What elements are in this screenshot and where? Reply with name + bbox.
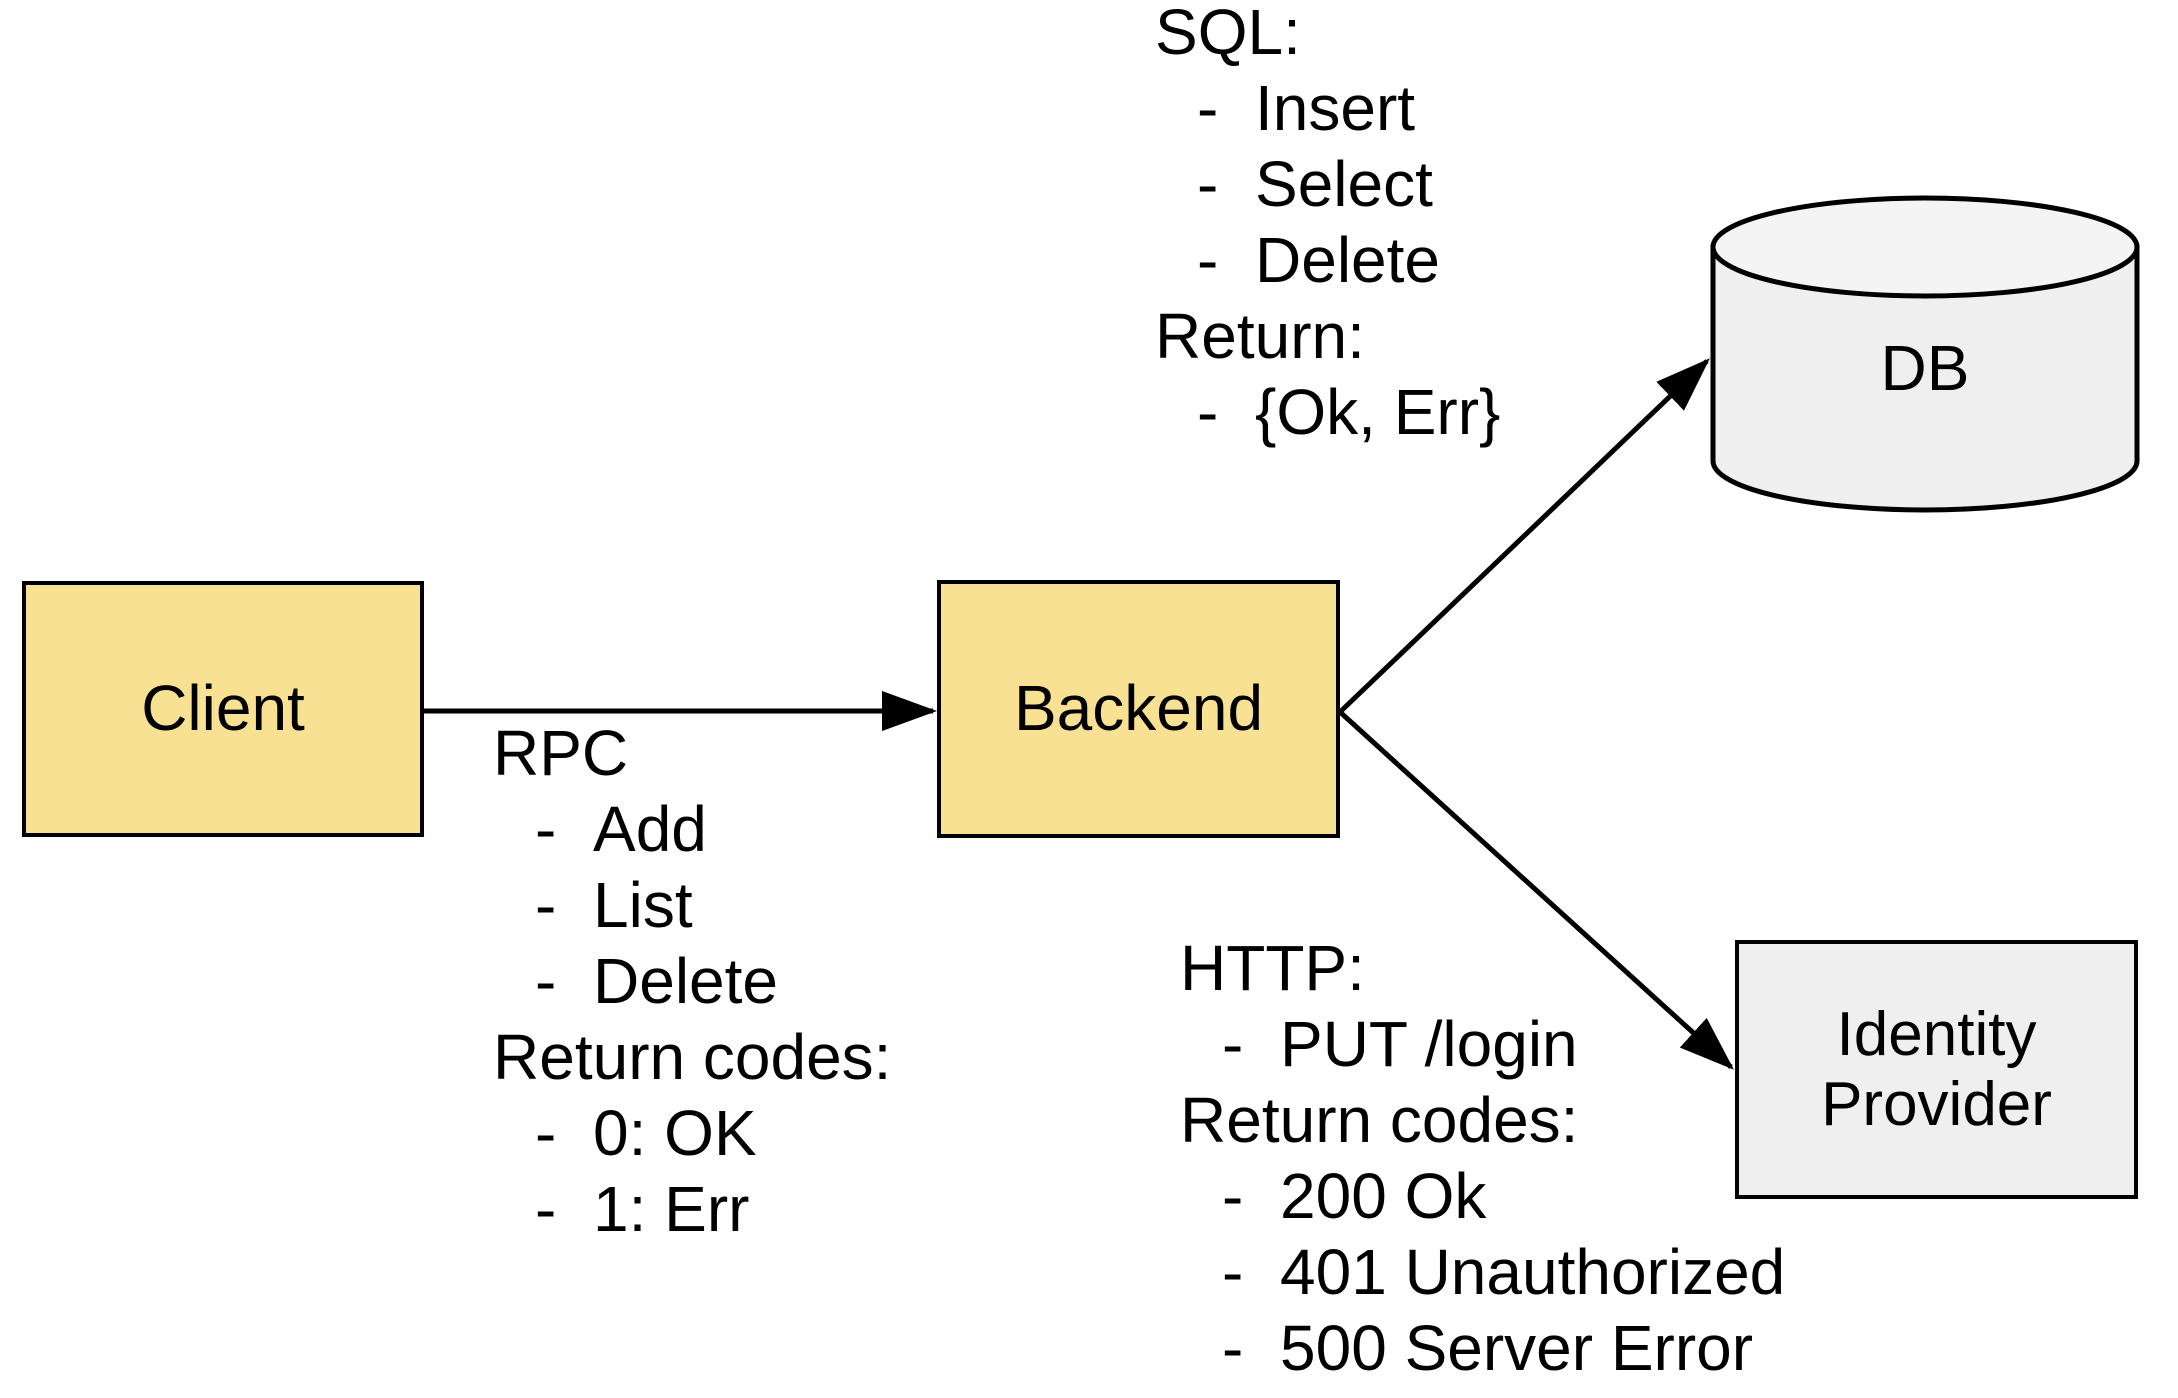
bullet-dash: - xyxy=(1197,224,1219,296)
annotation-sql-item-text: Insert xyxy=(1255,72,1416,144)
annotation-rpc-item-text: Delete xyxy=(593,945,778,1017)
annotation-rpc-item: -Delete xyxy=(493,943,891,1019)
bullet-dash: - xyxy=(535,945,557,1017)
annotation-rpc-return-item-text: 1: Err xyxy=(593,1173,750,1245)
annotation-sql-item-text: Select xyxy=(1255,148,1433,220)
annotation-rpc-return-item: -0: OK xyxy=(493,1095,891,1171)
annotation-http-return-item-text: 200 Ok xyxy=(1280,1160,1487,1232)
annotation-rpc-return-item: -1: Err xyxy=(493,1171,891,1247)
annotation-rpc-item-text: List xyxy=(593,869,693,941)
bullet-dash: - xyxy=(535,1097,557,1169)
database-cylinder-icon xyxy=(1710,195,2140,513)
node-db[interactable]: DB xyxy=(1710,195,2140,513)
annotation-sql-item: -Delete xyxy=(1155,222,1500,298)
node-backend[interactable]: Backend xyxy=(937,580,1340,838)
bullet-dash: - xyxy=(535,793,557,865)
annotation-rpc: RPC -Add -List -Delete Return codes: -0:… xyxy=(493,715,891,1247)
annotation-http-return-item: -401 Unauthorized xyxy=(1180,1234,1785,1310)
node-identity-provider[interactable]: Identity Provider xyxy=(1735,940,2138,1199)
annotation-http-item: -PUT /login xyxy=(1180,1006,1785,1082)
annotation-sql-item: -Select xyxy=(1155,146,1500,222)
annotation-rpc-item: -List xyxy=(493,867,891,943)
annotation-rpc-heading: RPC xyxy=(493,717,629,789)
node-db-label-wrap: DB xyxy=(1710,195,2140,513)
node-backend-label: Backend xyxy=(1013,672,1264,745)
annotation-sql: SQL: -Insert -Select -Delete Return: -{O… xyxy=(1155,0,1500,450)
bullet-dash: - xyxy=(535,869,557,941)
bullet-dash: - xyxy=(1197,148,1219,220)
annotation-http-item-text: PUT /login xyxy=(1280,1008,1578,1080)
annotation-sql-item-text: Delete xyxy=(1255,224,1440,296)
annotation-http-return-item-text: 401 Unauthorized xyxy=(1280,1236,1786,1308)
annotation-sql-item: -Insert xyxy=(1155,70,1500,146)
annotation-sql-return-heading: Return: xyxy=(1155,300,1365,372)
bullet-dash: - xyxy=(1222,1312,1244,1384)
bullet-dash: - xyxy=(1222,1236,1244,1308)
annotation-http-return-item: -200 Ok xyxy=(1180,1158,1785,1234)
annotation-sql-return-item: -{Ok, Err} xyxy=(1155,374,1500,450)
annotation-sql-heading: SQL: xyxy=(1155,0,1301,68)
bullet-dash: - xyxy=(1197,376,1219,448)
node-client-label: Client xyxy=(141,672,305,745)
node-identity-provider-label: Identity Provider xyxy=(1821,1000,2052,1139)
node-identity-provider-label-line1: Identity xyxy=(1836,1000,2037,1070)
annotation-http-return-item: -500 Server Error xyxy=(1180,1310,1785,1386)
node-identity-provider-label-line2: Provider xyxy=(1821,1069,2052,1139)
node-db-label: DB xyxy=(1880,332,1970,404)
annotation-rpc-return-item-text: 0: OK xyxy=(593,1097,757,1169)
bullet-dash: - xyxy=(535,1173,557,1245)
annotation-http: HTTP: -PUT /login Return codes: -200 Ok … xyxy=(1180,930,1785,1386)
annotation-sql-return-item-text: {Ok, Err} xyxy=(1255,376,1501,448)
annotation-http-return-item-text: 500 Server Error xyxy=(1280,1312,1754,1384)
annotation-http-heading: HTTP: xyxy=(1180,932,1365,1004)
bullet-dash: - xyxy=(1222,1008,1244,1080)
annotation-rpc-item-text: Add xyxy=(593,793,707,865)
bullet-dash: - xyxy=(1197,72,1219,144)
annotation-rpc-item: -Add xyxy=(493,791,891,867)
bullet-dash: - xyxy=(1222,1160,1244,1232)
annotation-rpc-return-heading: Return codes: xyxy=(493,1021,892,1093)
annotation-http-return-heading: Return codes: xyxy=(1180,1084,1579,1156)
node-client[interactable]: Client xyxy=(22,581,424,837)
